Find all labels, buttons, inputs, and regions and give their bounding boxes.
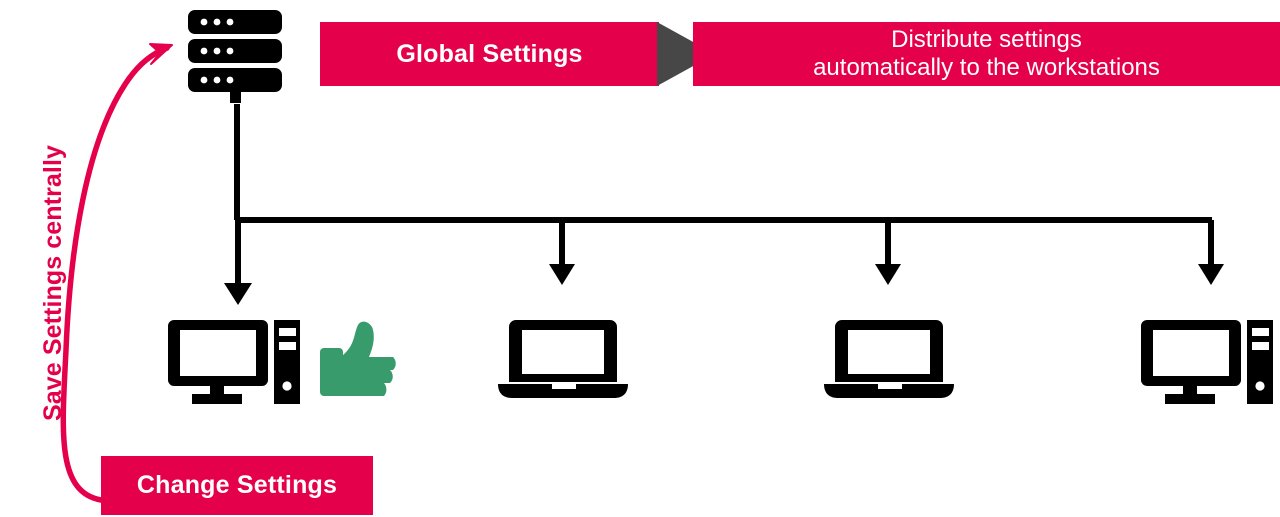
triangle-right-icon xyxy=(657,22,715,86)
banner-distribute-line2: automatically to the workstations xyxy=(813,54,1160,81)
banner-distribute-text: Distribute settings automatically to the… xyxy=(813,26,1160,83)
workstation-1-desktop-computer-icon[interactable] xyxy=(168,318,302,404)
banner-distribute-line1: Distribute settings xyxy=(891,25,1082,53)
banner-distribute-settings[interactable]: Distribute settings automatically to the… xyxy=(693,22,1280,86)
banner-change-settings-label: Change Settings xyxy=(136,471,338,499)
banner-change-settings[interactable]: Change Settings xyxy=(101,456,373,515)
workstation-3-laptop-icon[interactable] xyxy=(824,320,954,402)
banner-global-settings[interactable]: Global Settings xyxy=(320,22,659,86)
workstation-4-desktop-computer-icon[interactable] xyxy=(1141,318,1275,404)
banner-global-settings-label: Global Settings xyxy=(396,39,583,68)
thumbs-up-icon xyxy=(320,321,396,396)
server-rack-icon xyxy=(188,10,282,103)
side-label-save-settings-centrally: Save Settings centrally xyxy=(39,144,67,422)
workstation-2-laptop-icon[interactable] xyxy=(498,320,628,402)
